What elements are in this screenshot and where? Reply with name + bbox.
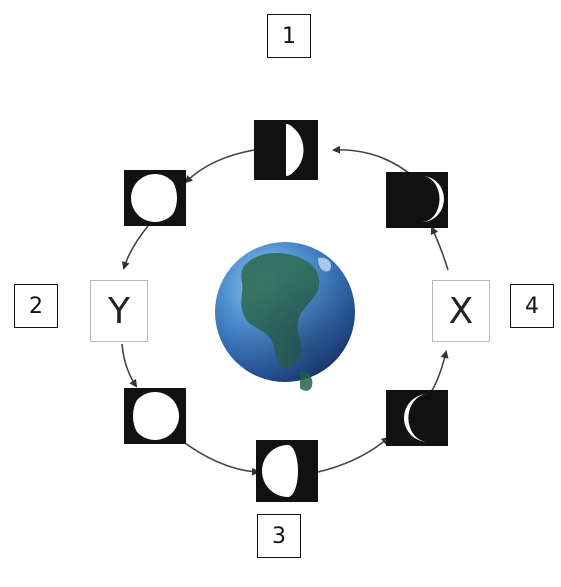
earth-icon <box>215 242 355 391</box>
orbit-arc-lowerright-to-x <box>430 352 446 394</box>
position-3-label: 3 <box>257 514 301 558</box>
moon-phase-top <box>254 120 318 180</box>
moon-y-box: Y <box>90 280 148 342</box>
moon-phase-upper-left <box>124 170 186 226</box>
orbit-arc-upperleft-to-y <box>124 226 148 268</box>
orbit-arc-y-to-lowerleft <box>122 344 136 386</box>
position-4-label: 4 <box>510 284 554 328</box>
position-2-label: 2 <box>14 284 58 328</box>
orbit-arc-top-to-upperleft <box>186 150 254 182</box>
orbit-arc-x-to-upperright <box>432 228 448 270</box>
orbit-arc-lowerleft-to-bottom <box>178 438 258 472</box>
moon-phase-lower-left <box>124 388 186 444</box>
orbit-arc-bottom-to-lowerright <box>318 438 388 472</box>
moon-phase-upper-right <box>386 172 448 228</box>
moon-x-box: X <box>432 280 490 342</box>
moon-phase-lower-right <box>386 390 448 446</box>
moon-phase-bottom <box>256 440 318 502</box>
position-1-label: 1 <box>267 14 311 58</box>
